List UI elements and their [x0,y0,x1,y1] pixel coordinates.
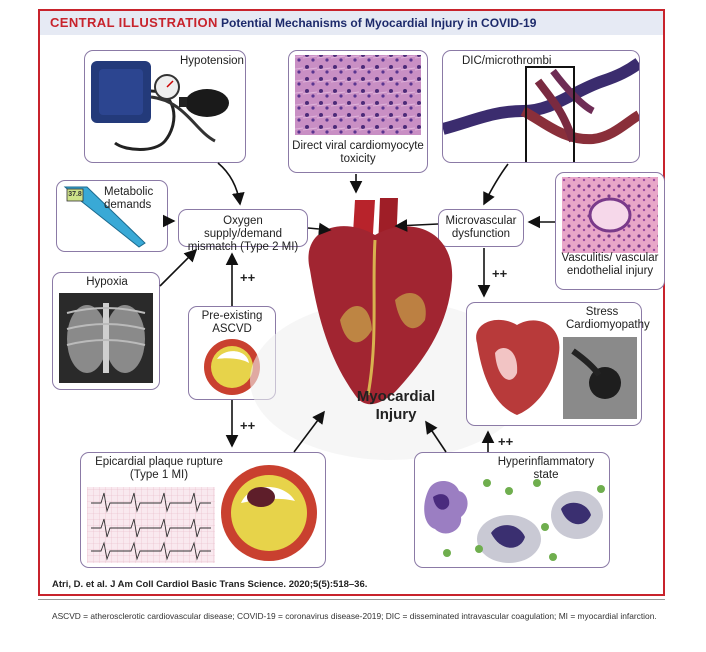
thermometer-icon [63,186,146,248]
chest-xray-image [59,293,153,383]
preexisting-ascvd-label: Pre-existing ASCVD [201,310,263,335]
blood-pressure-cuff-icon [91,61,229,151]
hypoxia-label: Hypoxia [86,276,128,288]
ecg-and-plaque-image [87,465,317,563]
edge-label-preexisting-to-epicardial: ++ [240,418,256,433]
hyperinflammatory-box [414,452,610,568]
arrow-hypotension-to-oxygen [217,162,245,206]
arrow-hypoxia-to-oxygen [159,248,198,287]
thermometer-reading: 37.8 [68,191,82,198]
stress-cardiomyopathy-label: Stress Cardiomyopathy [566,306,650,331]
edge-label-hyperinflammatory-to-stress: ++ [498,434,514,449]
cardiomyopathy-images [476,319,637,419]
histology-image [295,55,421,135]
footnote-divider [38,599,665,600]
dic-label: DIC/microthrombi [462,55,552,67]
dic-box [442,50,640,163]
direct-viral-label: Direct viral cardiomyocyte toxicity [292,140,424,165]
arrow-dic-to-microvascular [483,163,509,206]
epicardial-rupture-label: Epicardial plaque rupture (Type 1 MI) [95,456,223,481]
epicardial-rupture-box [80,452,326,568]
arrow-oxygen-to-heart [307,222,332,236]
hypotension-label: Hypotension [180,55,244,67]
microvascular-label: Microvascular dysfunction [445,215,517,240]
metabolic-label: Metabolic demands [104,186,154,211]
myocardial-injury-label: Myocardial Injury [356,388,436,423]
arrow-epicardial-to-heart [293,410,325,453]
hypotension-box [84,50,246,163]
oxygen-mismatch-label: Oxygen supply/demand mismatch (Type 2 MI… [187,215,299,253]
vasculitis-box [555,172,665,290]
arrow-hyperinflammatory-to-heart [425,420,447,453]
header-bar [40,11,663,35]
citation: Atri, D. et al. J Am Coll Cardiol Basic … [52,579,368,590]
vasculitis-histology-image [562,177,658,253]
header-label: CENTRAL ILLUSTRATION [50,15,218,30]
stress-cardiomyopathy-box [466,302,642,426]
microthrombi-vessels-image [443,58,639,162]
immune-cells-image [424,479,605,563]
edge-label-preexisting-to-oxygen: ++ [240,270,256,285]
abbreviations-footnote: ASCVD = atherosclerotic cardiovascular d… [52,611,657,621]
hypoxia-box [52,272,160,390]
header-title: Potential Mechanisms of Myocardial Injur… [221,16,537,30]
oxygen-mismatch-box [178,209,308,247]
metabolic-box [56,180,168,252]
artery-plaque-icon [204,339,260,395]
hyperinflammatory-label: Hyperinflammatory state [497,456,595,481]
vasculitis-label: Vasculitis/ vascular endothelial injury [561,252,659,277]
microvascular-box [438,209,524,247]
edge-label-microvascular-to-stress: ++ [492,266,508,281]
direct-viral-box [288,50,428,173]
arrow-microvascular-to-heart [394,219,439,232]
